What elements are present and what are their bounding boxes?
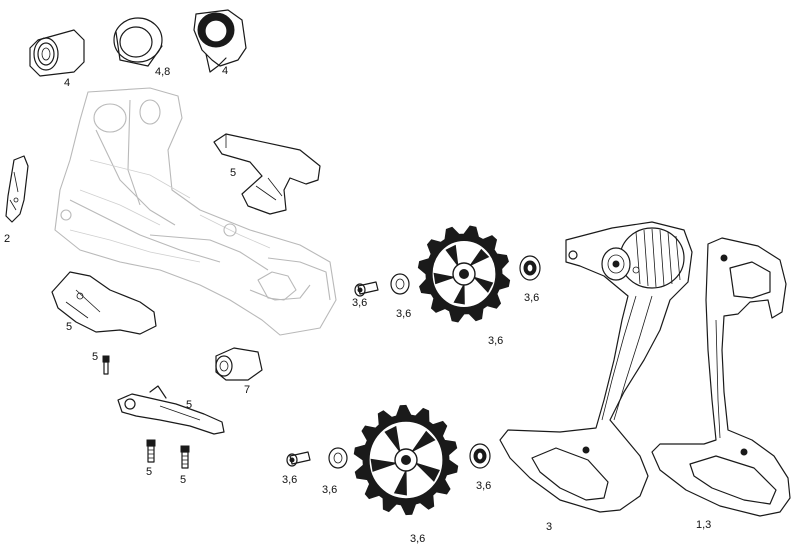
callout-upper-washer: 3,6 [396,308,411,320]
arm-lower-part: 5 [117,385,225,435]
pulley-spoke [370,458,397,472]
plug-part: 7 [215,347,263,396]
bolt-b-part: 5 [180,445,190,486]
outer-cage-part: 1,3 [651,237,791,531]
pulley-spoke [384,425,401,453]
callout-clip-left: 2 [4,233,10,245]
ring-part: 4,8 [113,17,170,78]
callout-lower-spacer: 3,6 [476,480,491,492]
pulley-spoke [445,244,459,268]
lower-bolt-part: 3,6 [282,451,311,486]
callout-hanger-cover: 4 [222,65,228,77]
callout-cage-outer: 1,3 [696,519,711,531]
lower-spacer-part: 3,6 [469,443,491,492]
callout-cage-inner: 3 [546,521,552,533]
callout-arm-lower: 5 [186,399,192,411]
bolt-a-part: 5 [146,439,156,478]
small-screw-part: 5 [92,351,110,375]
spring-barrel [601,227,685,289]
hanger-cover-part: 4 [193,9,247,77]
derailleur-body-ghost [54,87,337,336]
upper-pulley-part: 3,6 [417,225,511,347]
pulley-spoke [453,282,465,305]
pulley-spoke [411,430,436,453]
callout-guard-lower: 5 [66,321,72,333]
clip-part: 2 [4,155,29,245]
bracket-part: 5 [213,133,321,215]
callout-cap-top: 4 [64,77,70,89]
pulley-hub-center [459,269,469,279]
callout-upper-bolt: 3,6 [352,297,367,309]
pulley-spoke [393,469,407,496]
lower-washer-part: 3,6 [322,447,348,496]
lower-pulley-part: 3,6 [353,404,459,545]
guard-lower-part: 5 [51,271,157,335]
inner-cage-part: 3 [499,221,693,533]
callout-upper-spacer: 3,6 [524,292,539,304]
callout-lower-pulley: 3,6 [410,533,425,545]
pulley-spoke [433,272,457,285]
pulley-spoke [415,462,440,482]
callout-lower-washer: 3,6 [322,484,337,496]
callout-screw-small: 5 [92,351,98,363]
callout-lower-bolt: 3,6 [282,474,297,486]
upper-bolt-part: 3,6 [352,281,379,309]
upper-washer-part: 3,6 [390,273,411,320]
callout-bolt-b: 5 [180,474,186,486]
pulley-spoke [472,276,494,293]
callout-bolt-a: 5 [146,466,152,478]
pulley-hub-center [401,455,411,465]
pulley-spoke [468,248,490,267]
callout-plug: 7 [244,384,250,396]
callout-upper-pulley: 3,6 [488,335,503,347]
callout-ring-top: 4,8 [155,66,170,78]
upper-spacer-part: 3,6 [519,255,541,304]
callout-bracket-top: 5 [230,167,236,179]
cap-part: 4 [29,29,85,89]
